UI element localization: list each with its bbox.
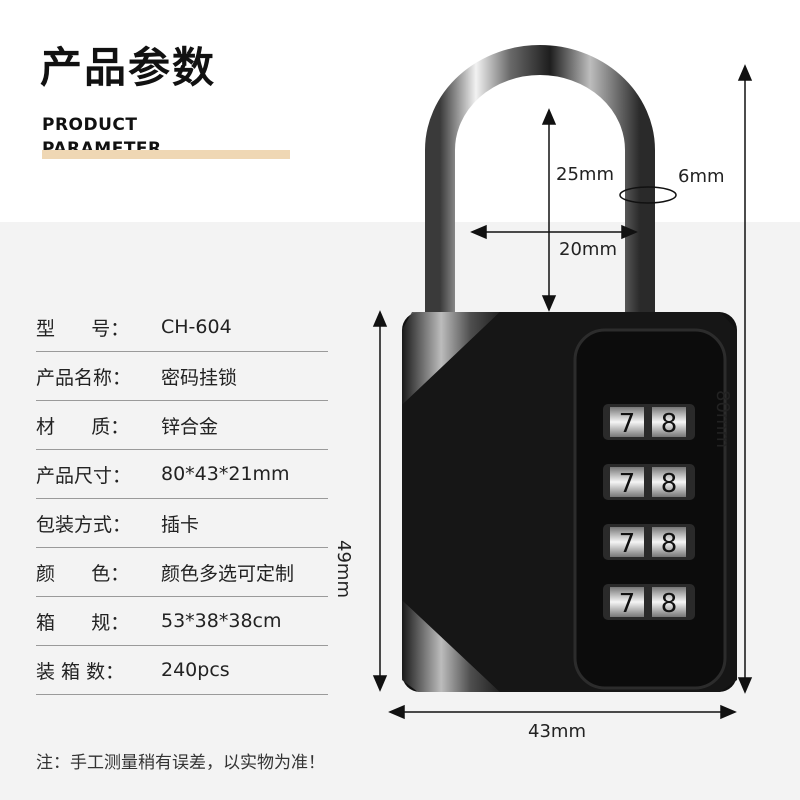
digit-wheel[interactable] (610, 587, 644, 617)
spec-key: 颜 色： (36, 562, 130, 585)
spec-key: 产品名称： (36, 366, 132, 389)
spec-value: 53*38*38cm (161, 610, 282, 632)
spec-value: CH-604 (161, 316, 232, 338)
spec-row-name: 产品名称： 密码挂锁 (36, 352, 328, 401)
spec-value: 密码挂锁 (161, 366, 238, 389)
subtitle-line-1: PRODUCT (42, 115, 138, 135)
spec-key: 装 箱 数： (36, 660, 125, 683)
digit-wheel[interactable] (652, 527, 686, 557)
digit-label: 8 (661, 469, 678, 499)
shackle-height-label: 25mm (556, 164, 614, 185)
digit-label: 7 (619, 529, 636, 559)
spec-row-color: 颜 色： 颜色多选可定制 (36, 548, 328, 597)
page-title: 产品参数 (40, 43, 217, 92)
total-height-label: 80mm (712, 390, 733, 448)
body-height-label: 49mm (333, 540, 354, 598)
spec-value: 插卡 (161, 513, 200, 536)
spec-key: 箱 规： (36, 611, 130, 634)
digit-wheel[interactable] (610, 407, 644, 437)
body-width-label: 43mm (528, 721, 586, 742)
digit-wheel[interactable] (610, 527, 644, 557)
spec-key: 型 号： (36, 317, 130, 340)
spec-row-size: 产品尺寸： 80*43*21mm (36, 450, 328, 499)
digit-wheel[interactable] (652, 587, 686, 617)
shackle-thickness-label: 6mm (678, 166, 725, 187)
digit-label: 8 (661, 529, 678, 559)
spec-row-carton-qty: 装 箱 数： 240pcs (36, 646, 328, 695)
spec-key: 材 质： (36, 415, 130, 438)
digit-wheel[interactable] (610, 467, 644, 497)
digit-label: 8 (661, 409, 678, 439)
digit-label: 7 (619, 589, 636, 619)
digit-wheel[interactable] (652, 407, 686, 437)
spec-row-carton-size: 箱 规： 53*38*38cm (36, 597, 328, 646)
dimension-lines (372, 64, 753, 720)
digit-label: 7 (619, 409, 636, 439)
spec-row-material: 材 质： 锌合金 (36, 401, 328, 450)
digit-label: 7 (619, 469, 636, 499)
spec-key: 产品尺寸： (36, 464, 132, 487)
digit-wheel[interactable] (652, 467, 686, 497)
shackle-width-label: 20mm (559, 239, 617, 260)
shackle (425, 45, 655, 318)
spec-value: 240pcs (161, 659, 230, 681)
digit-label: 8 (661, 589, 678, 619)
measurement-note: 注：手工测量稍有误差，以实物为准！ (36, 753, 325, 773)
spec-value: 80*43*21mm (161, 463, 290, 485)
subtitle-accent-bar (42, 150, 290, 159)
spec-row-model: 型 号： CH-604 (36, 303, 328, 352)
spec-value: 锌合金 (161, 415, 219, 438)
spec-row-packaging: 包装方式： 插卡 (36, 499, 328, 548)
spec-key: 包装方式： (36, 513, 132, 536)
top-background (0, 0, 800, 222)
lock-body (402, 312, 737, 692)
spec-table: 型 号： CH-604 产品名称： 密码挂锁 材 质： 锌合金 产品尺寸： 80… (36, 303, 328, 695)
spec-value: 颜色多选可定制 (161, 562, 295, 585)
